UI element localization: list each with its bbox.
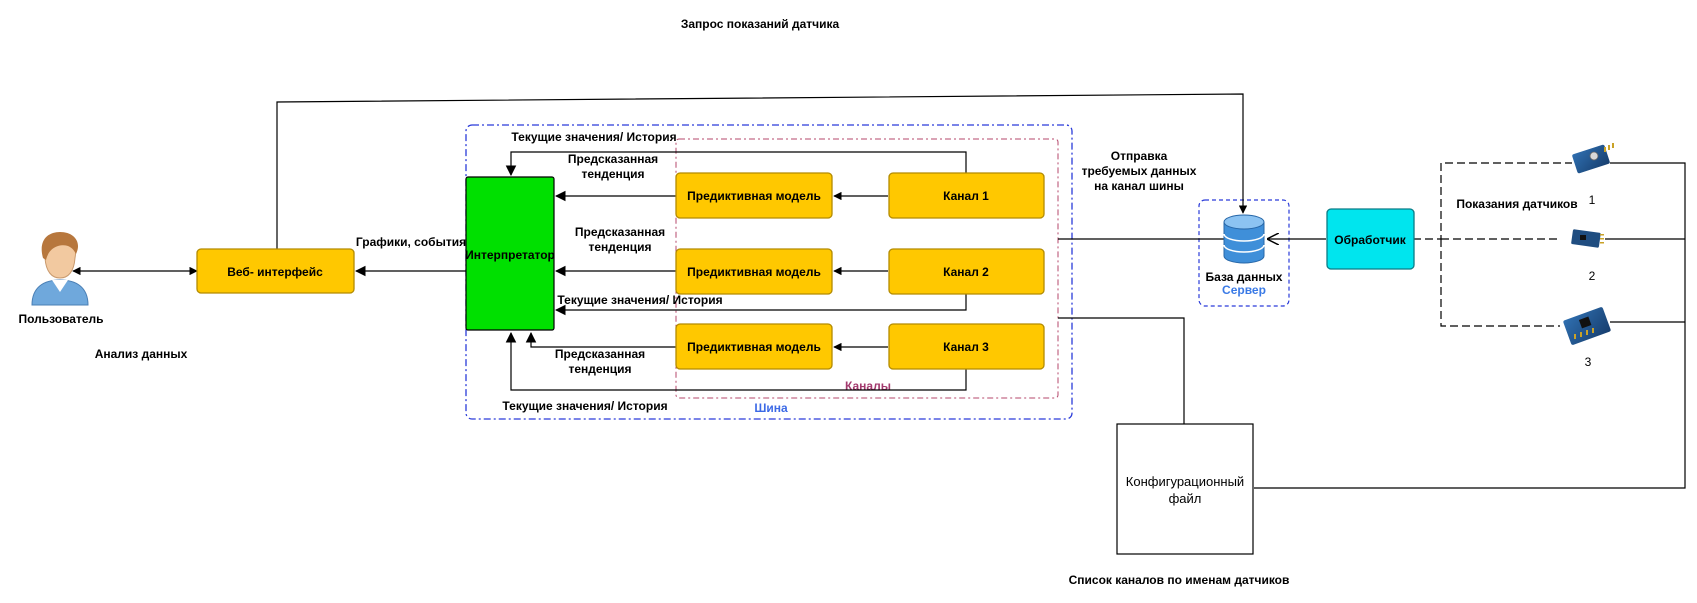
sensor-2-number: 2 [1589,269,1596,283]
channel-3-label: Канал 3 [943,340,989,354]
predicted-trend-2-line2: тенденция [588,240,651,254]
channels-region [675,138,1059,399]
sensor-3-number: 3 [1585,355,1592,369]
interpreter-label: Интерпретатор [465,248,555,262]
sensor-module-icon[interactable] [1572,143,1614,174]
channel-1-box[interactable] [888,172,1045,219]
predictive-model-1-box[interactable] [675,172,833,219]
current-history-bottom-label: Текущие значения/ История [502,399,667,413]
data-analysis-label: Анализ данных [95,347,188,361]
database-label: База данных [1206,270,1283,284]
config-file-box[interactable] [1116,423,1254,555]
predictive-model-3-box[interactable] [675,323,833,370]
bus-config-line [1058,317,1185,424]
config-file-label-line2: файл [1169,491,1202,506]
server-region [1198,199,1290,307]
channel-3-box[interactable] [888,323,1045,370]
handler-box[interactable] [1326,208,1415,270]
predictive-model-1-label: Предиктивная модель [687,189,821,203]
send-data-line1: Отправка [1111,149,1168,163]
predicted-trend-3-line1: Предсказанная [555,347,645,361]
predicted-trend-2-line1: Предсказанная [575,225,665,239]
handler-label: Обработчик [1334,233,1406,247]
predicted-trend-1-line2: тенденция [581,167,644,181]
channel-2-label: Канал 2 [943,265,989,279]
handler-sensor3-dashed [1440,239,1560,327]
sensor-1-number: 1 [1589,193,1596,207]
interpreter-box[interactable] [465,176,555,331]
sensor-module-icon[interactable] [1571,229,1604,248]
user-icon [31,232,89,306]
predictive-model-2-label: Предиктивная модель [687,265,821,279]
predictive-model-2-box[interactable] [675,248,833,295]
current-history-mid-label: Текущие значения/ История [557,293,722,307]
sensor-request-label: Запрос показаний датчика [681,17,840,31]
bus-label: Шина [754,401,788,415]
channel-1-label: Канал 1 [943,189,989,203]
web-interface-label: Веб- интерфейс [227,265,323,279]
graphs-events-label: Графики, события [356,235,466,249]
server-label: Сервер [1222,283,1266,297]
predicted-trend-1-line1: Предсказанная [568,152,658,166]
channel1-history-line [505,151,967,177]
sensor-readings-label: Показания датчиков [1456,197,1577,211]
channels-label: Каналы [845,379,891,393]
channel3-history-line [505,331,967,391]
channel-list-label: Список каналов по именам датчиков [1069,573,1290,587]
sensor-request-line [276,93,1248,251]
channel-2-box[interactable] [888,248,1045,295]
sensor1-right-line [1254,162,1686,489]
model3-to-interpreter-arrow [525,331,676,348]
user-label: Пользователь [18,312,103,326]
handler-sensor1-dashed [1413,162,1572,240]
predictive-model-3-label: Предиктивная модель [687,340,821,354]
config-file-label-line1: Конфигурационный [1126,474,1244,489]
channel2-history-line [554,292,967,316]
current-history-top-label: Текущие значения/ История [511,130,676,144]
send-data-line2: требуемых данных [1082,164,1197,178]
database-icon[interactable] [1223,214,1265,264]
predicted-trend-3-line2: тенденция [568,362,631,376]
sensor-module-icon[interactable] [1563,307,1611,346]
web-interface-box[interactable] [196,248,355,294]
send-data-line3: на канал шины [1094,179,1184,193]
